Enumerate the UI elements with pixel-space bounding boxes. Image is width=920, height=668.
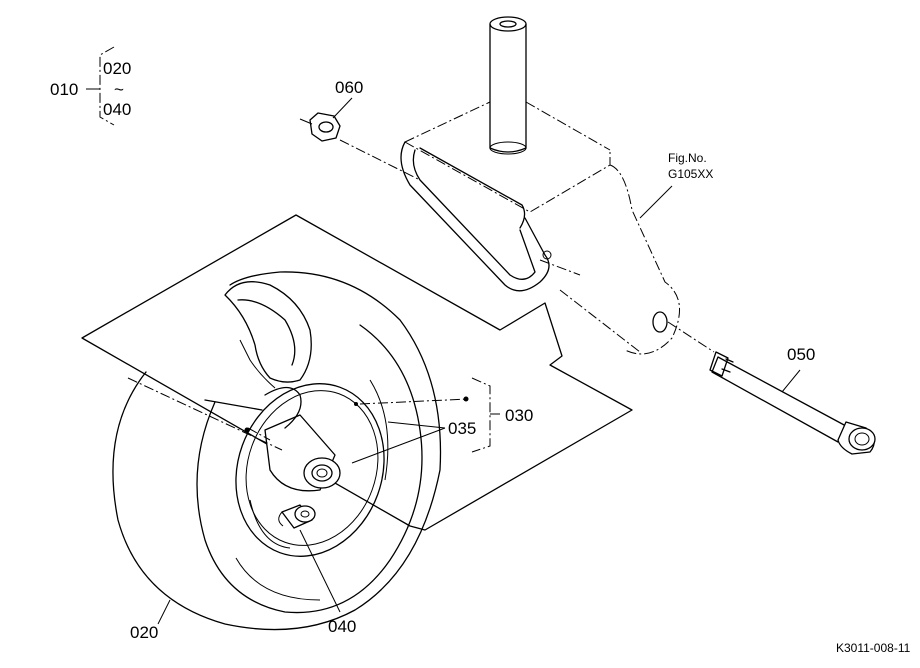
label-040: 040 xyxy=(328,617,356,636)
label-060: 060 xyxy=(335,78,363,97)
leader-fig xyxy=(639,185,673,219)
bolt-axis-line xyxy=(667,321,715,353)
wheel-assembly xyxy=(112,271,442,631)
leader-020 xyxy=(157,599,171,625)
reference-plane xyxy=(81,214,633,531)
nut-axis-line xyxy=(339,139,421,181)
bracket-010 xyxy=(99,46,115,126)
lock-nut xyxy=(299,112,341,142)
axle-bolt xyxy=(709,351,876,455)
label-030: 030 xyxy=(505,406,533,425)
label-range-start: 020 xyxy=(103,59,131,78)
leader-040 xyxy=(299,529,341,613)
rim-bolt-dot xyxy=(463,396,469,402)
wheel-axis-line xyxy=(127,377,283,451)
drawing-ref-code: K3011-008-11 xyxy=(836,641,911,655)
label-010: 010 xyxy=(50,80,78,99)
caster-fork xyxy=(400,16,681,355)
hub-bolt-hole xyxy=(244,427,250,433)
rim-bolt-line xyxy=(359,398,469,405)
rim-bolt-hole xyxy=(354,402,358,406)
label-035: 035 xyxy=(448,419,476,438)
leader-060 xyxy=(332,97,353,119)
label-020: 020 xyxy=(130,623,158,642)
leader-050 xyxy=(781,369,801,393)
label-fig-no: Fig.No. xyxy=(668,151,707,165)
label-fig-code: G105XX xyxy=(668,167,713,181)
label-range-end: 040 xyxy=(103,100,131,119)
label-range-sep: ~ xyxy=(114,80,124,99)
leader-035 xyxy=(351,421,446,464)
label-050: 050 xyxy=(787,345,815,364)
bracket-030 xyxy=(471,377,491,453)
